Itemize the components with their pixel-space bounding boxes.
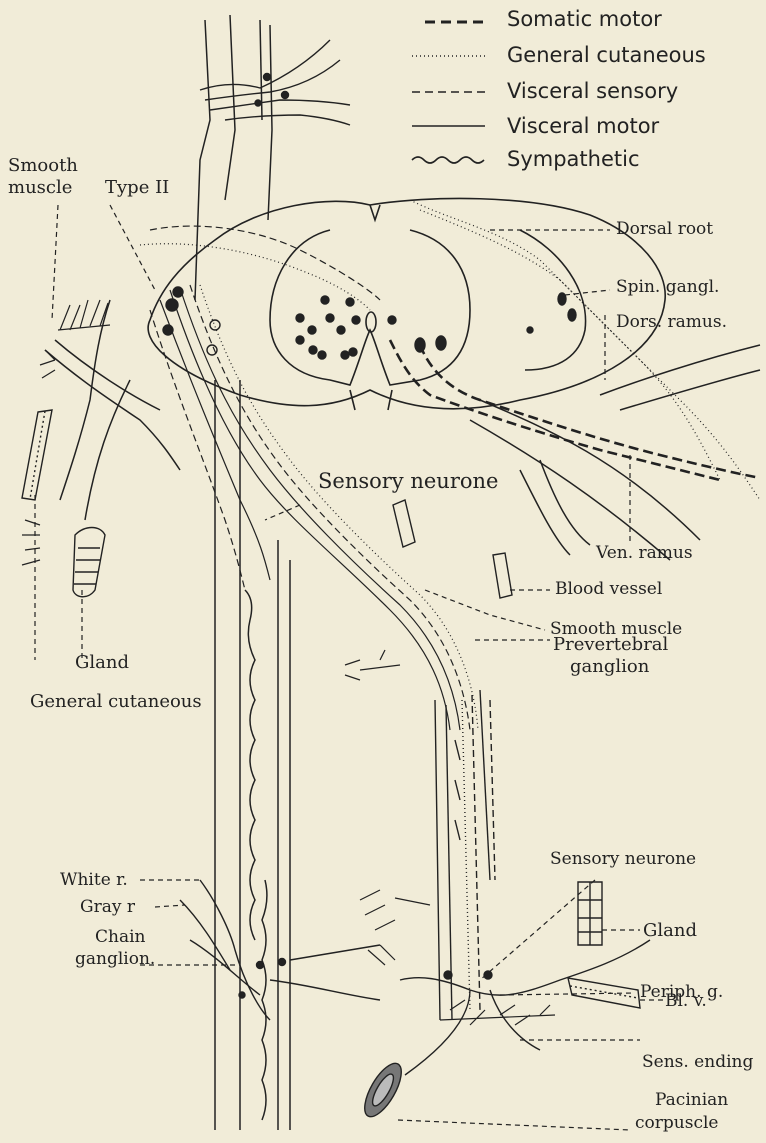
label-pacinian-corpuscle-1: Pacinian: [655, 1090, 728, 1110]
spinal-ganglion-left: [163, 287, 576, 359]
label-gray-r: Gray r: [80, 897, 136, 917]
label-gland-left: Gland: [75, 652, 129, 673]
spinal-cord: [148, 198, 665, 410]
blood-vessel-left: [22, 410, 52, 500]
peripheral-ganglion: [400, 940, 650, 1075]
label-chain-ganglion-2: ganglion.: [75, 949, 155, 969]
label-smooth-muscle-top-2: muscle: [8, 177, 72, 198]
lower-trunk: [435, 690, 495, 1020]
label-sensory-neurone-lower: Sensory neurone: [550, 849, 696, 869]
label-prevertebral-ganglion-1: Prevertebral: [553, 634, 669, 655]
legend-label-somatic-motor: Somatic motor: [507, 7, 662, 31]
label-ven-ramus: Ven. ramus: [595, 543, 693, 563]
label-chain-ganglion-1: Chain: [95, 927, 146, 947]
pacinian-corpuscle: [358, 1058, 409, 1122]
label-type-ii: Type II: [105, 177, 169, 198]
legend-label-sympathetic: Sympathetic: [507, 147, 640, 171]
label-spin-gangl: Spin. gangl.: [616, 277, 719, 297]
legend-label-visceral-sensory: Visceral sensory: [507, 79, 678, 103]
legend-label-general-cutaneous: General cutaneous: [507, 43, 706, 67]
upper-chain-ganglion: [200, 40, 350, 125]
legend-sympathetic-swatch: [412, 157, 484, 163]
blood-vessel-mid: [393, 500, 512, 598]
legend-label-visceral-motor: Visceral motor: [507, 114, 660, 138]
label-bl-v: Bl. v.: [665, 991, 707, 1011]
rami-left: [45, 300, 180, 520]
label-sens-ending: Sens. ending: [642, 1052, 753, 1072]
label-blood-vessel: Blood vessel: [555, 579, 662, 599]
label-prevertebral-ganglion-2: ganglion: [570, 656, 650, 677]
label-sensory-neurone-upper: Sensory neurone: [318, 469, 498, 493]
label-white-r: White r.: [60, 870, 128, 890]
lower-chain-ganglion: [180, 880, 380, 1020]
label-dorsal-root: Dorsal root: [616, 219, 713, 239]
label-dors-ramus: Dors. ramus.: [616, 312, 727, 332]
label-pacinian-corpuscle-2: corpuscle: [635, 1113, 718, 1133]
label-smooth-muscle-top-1: Smooth: [8, 155, 78, 176]
label-gland-right: Gland: [643, 920, 697, 941]
gland-right: [578, 882, 602, 945]
sympathetic-trunk: [195, 15, 290, 1130]
labels: Smooth muscle Type II Dorsal root Spin. …: [8, 155, 753, 1133]
legend: [412, 22, 485, 163]
gland-left: [73, 528, 105, 597]
label-general-cutaneous-left: General cutaneous: [30, 691, 202, 712]
